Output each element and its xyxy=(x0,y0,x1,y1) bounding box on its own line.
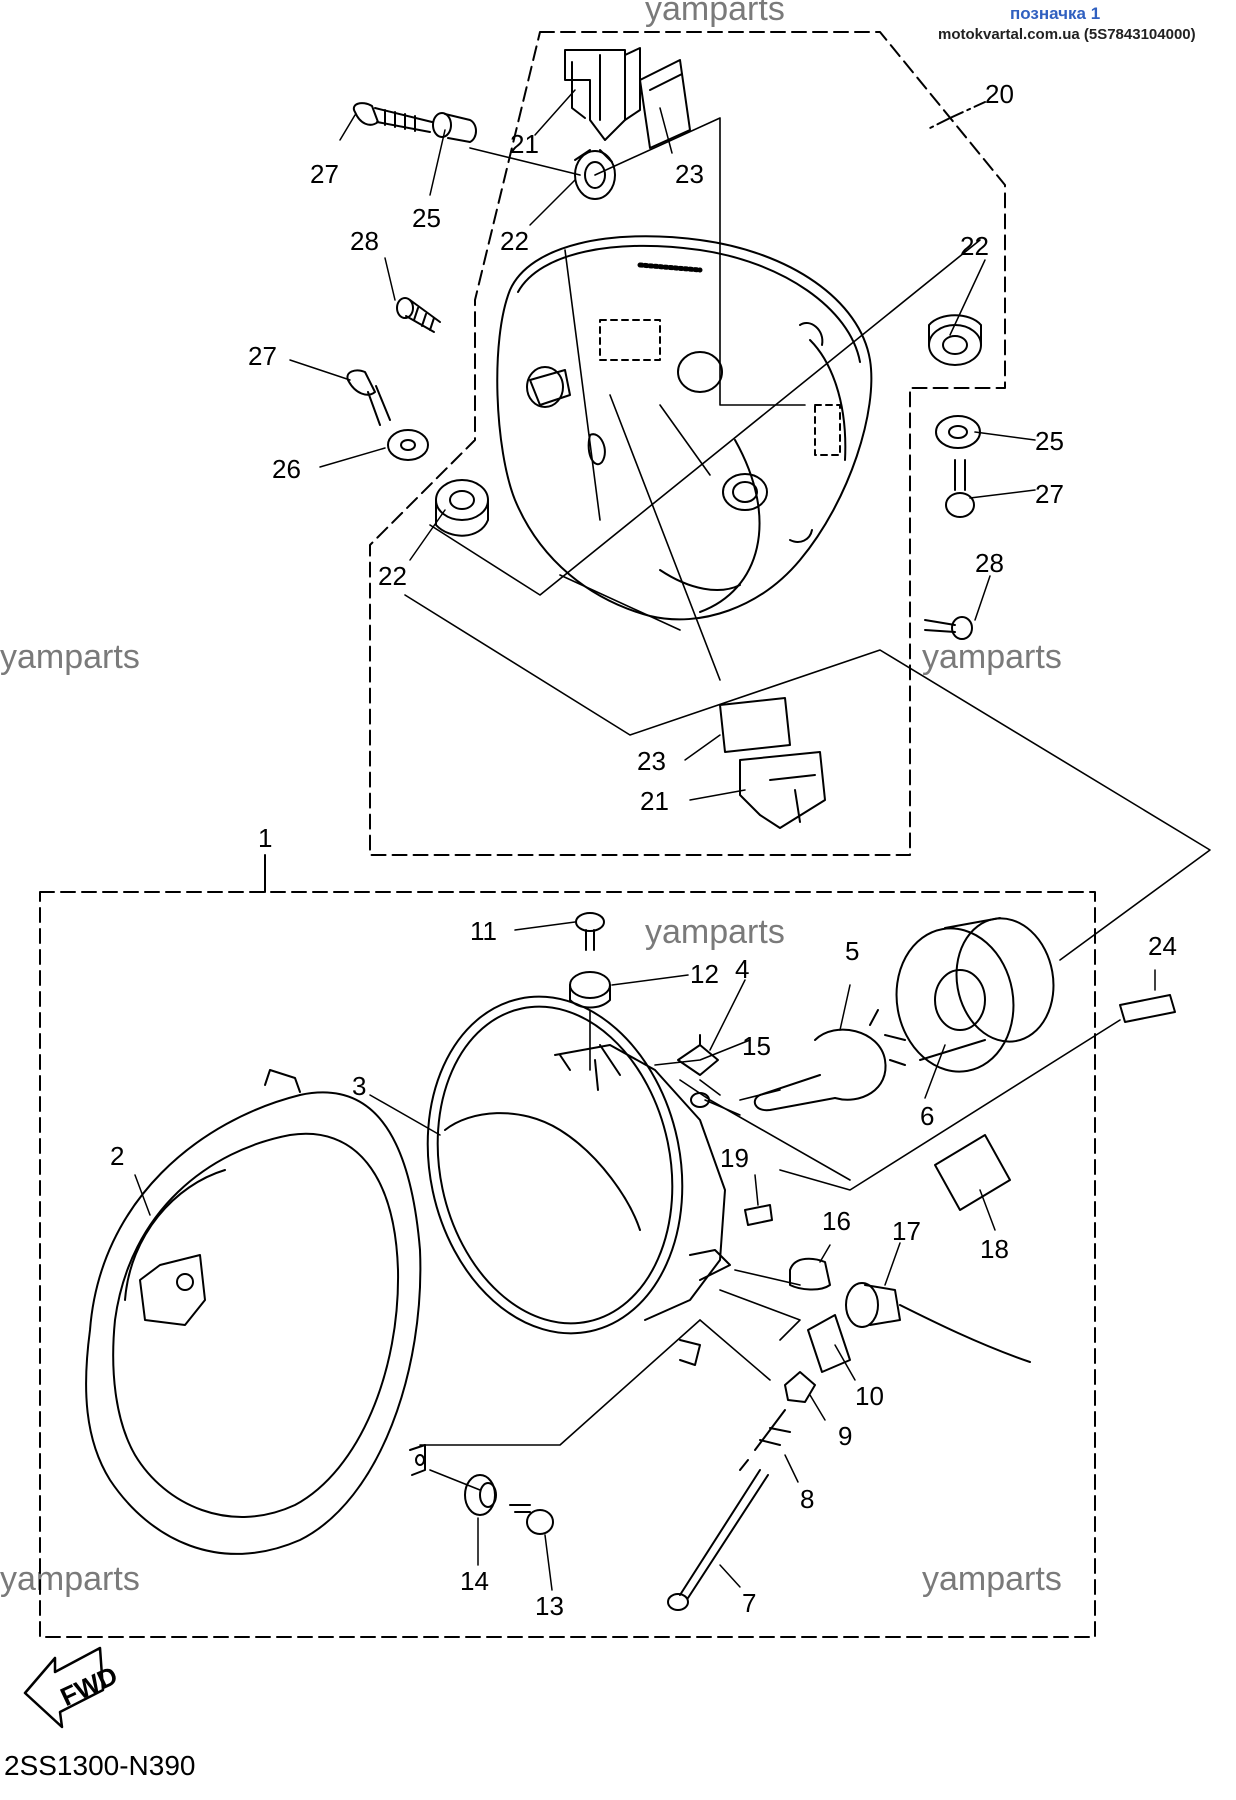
header-tag: позначка 1 xyxy=(1010,4,1101,23)
clip-4 xyxy=(677,1034,719,1076)
grommet-22-top xyxy=(574,149,616,200)
callout-22-top: 22 xyxy=(500,226,529,256)
guide-lines-upper xyxy=(404,117,1211,961)
headlight-rim xyxy=(85,1069,426,1555)
callout-21-top: 21 xyxy=(510,129,539,159)
callout-16: 16 xyxy=(822,1206,851,1236)
watermark: yamparts xyxy=(0,638,140,676)
grommet-12 xyxy=(569,971,611,1009)
callout-26: 26 xyxy=(272,454,301,484)
callout-22-right: 22 xyxy=(960,231,989,261)
headlight-housing xyxy=(496,235,873,621)
callout-22-left: 22 xyxy=(378,561,407,591)
spring-8 xyxy=(739,1409,791,1471)
watermark: yamparts xyxy=(645,0,785,28)
pad-23-bottom xyxy=(719,697,791,753)
watermark: yamparts xyxy=(0,1560,140,1598)
diagram-code: 2SS1300-N390 xyxy=(4,1750,196,1781)
callout-5: 5 xyxy=(845,936,859,966)
callout-6: 6 xyxy=(920,1101,934,1131)
callout-25-top: 25 xyxy=(412,203,441,233)
bolt-13 xyxy=(509,1504,554,1535)
callout-11: 11 xyxy=(470,916,497,946)
callout-23-top: 23 xyxy=(675,159,704,189)
callout-27-right: 27 xyxy=(1035,479,1064,509)
callout-leaders xyxy=(134,89,1156,1591)
bolt-27-top xyxy=(352,102,433,133)
screw-11 xyxy=(575,912,605,951)
screw-7 xyxy=(667,1469,769,1611)
watermark: yamparts xyxy=(645,913,785,951)
leader-20 xyxy=(929,101,986,129)
collar-25-right xyxy=(935,415,981,449)
callout-8: 8 xyxy=(800,1484,814,1514)
spring-10 xyxy=(807,1314,851,1373)
nut-9 xyxy=(784,1371,816,1403)
socket-17 xyxy=(845,1282,1031,1363)
bulb-5 xyxy=(753,1009,906,1112)
bulb-16 xyxy=(789,1257,831,1291)
screw-28-right xyxy=(924,616,973,640)
callout-2: 2 xyxy=(110,1141,124,1171)
headlight-lens-unit xyxy=(426,995,731,1366)
callout-19: 19 xyxy=(720,1143,749,1173)
fwd-arrow-icon xyxy=(23,1646,105,1729)
group-20-boundary xyxy=(369,31,1006,856)
callout-12: 12 xyxy=(690,959,719,989)
watermark: yamparts xyxy=(922,638,1062,676)
callout-10: 10 xyxy=(855,1381,884,1411)
pad-24 xyxy=(1119,994,1176,1023)
callout-15: 15 xyxy=(742,1031,771,1061)
bracket-21-bottom xyxy=(739,751,826,829)
pad-18 xyxy=(934,1134,1011,1211)
callout-13: 13 xyxy=(535,1591,564,1621)
callout-24: 24 xyxy=(1148,931,1177,961)
header-source: motokvartal.com.ua (5S7843104000) xyxy=(938,26,1196,43)
callout-7: 7 xyxy=(742,1588,756,1618)
washer-26 xyxy=(387,429,429,461)
callout-21-bottom: 21 xyxy=(640,786,669,816)
fwd-label: FWD xyxy=(56,1660,122,1712)
screw-28-top xyxy=(396,297,441,333)
bolt-27-left xyxy=(346,369,391,426)
watermark: yamparts xyxy=(922,1560,1062,1598)
clip-19 xyxy=(744,1204,773,1226)
collar-25-top xyxy=(432,112,477,143)
callout-14: 14 xyxy=(460,1566,489,1596)
bracket-21-top xyxy=(564,47,641,141)
callout-28-right: 28 xyxy=(975,548,1004,578)
callout-27-left: 27 xyxy=(248,341,277,371)
pad-23-top xyxy=(639,59,691,149)
callout-20: 20 xyxy=(985,79,1014,109)
callout-25-right: 25 xyxy=(1035,426,1064,456)
callout-28-top: 28 xyxy=(350,226,379,256)
guide-lines-lower xyxy=(419,1009,1121,1491)
grommet-14 xyxy=(464,1474,497,1516)
callout-9: 9 xyxy=(838,1421,852,1451)
cover-6 xyxy=(895,917,1055,1073)
callout-4: 4 xyxy=(735,954,749,984)
callout-17: 17 xyxy=(892,1216,921,1246)
bolt-27-right xyxy=(945,459,975,518)
callout-3: 3 xyxy=(352,1071,366,1101)
group-1-boundary xyxy=(39,891,1096,1638)
callout-18: 18 xyxy=(980,1234,1009,1264)
callout-23-bottom: 23 xyxy=(637,746,666,776)
grommet-22-left xyxy=(435,479,489,537)
callout-27-top: 27 xyxy=(310,159,339,189)
callout-1: 1 xyxy=(258,823,272,853)
